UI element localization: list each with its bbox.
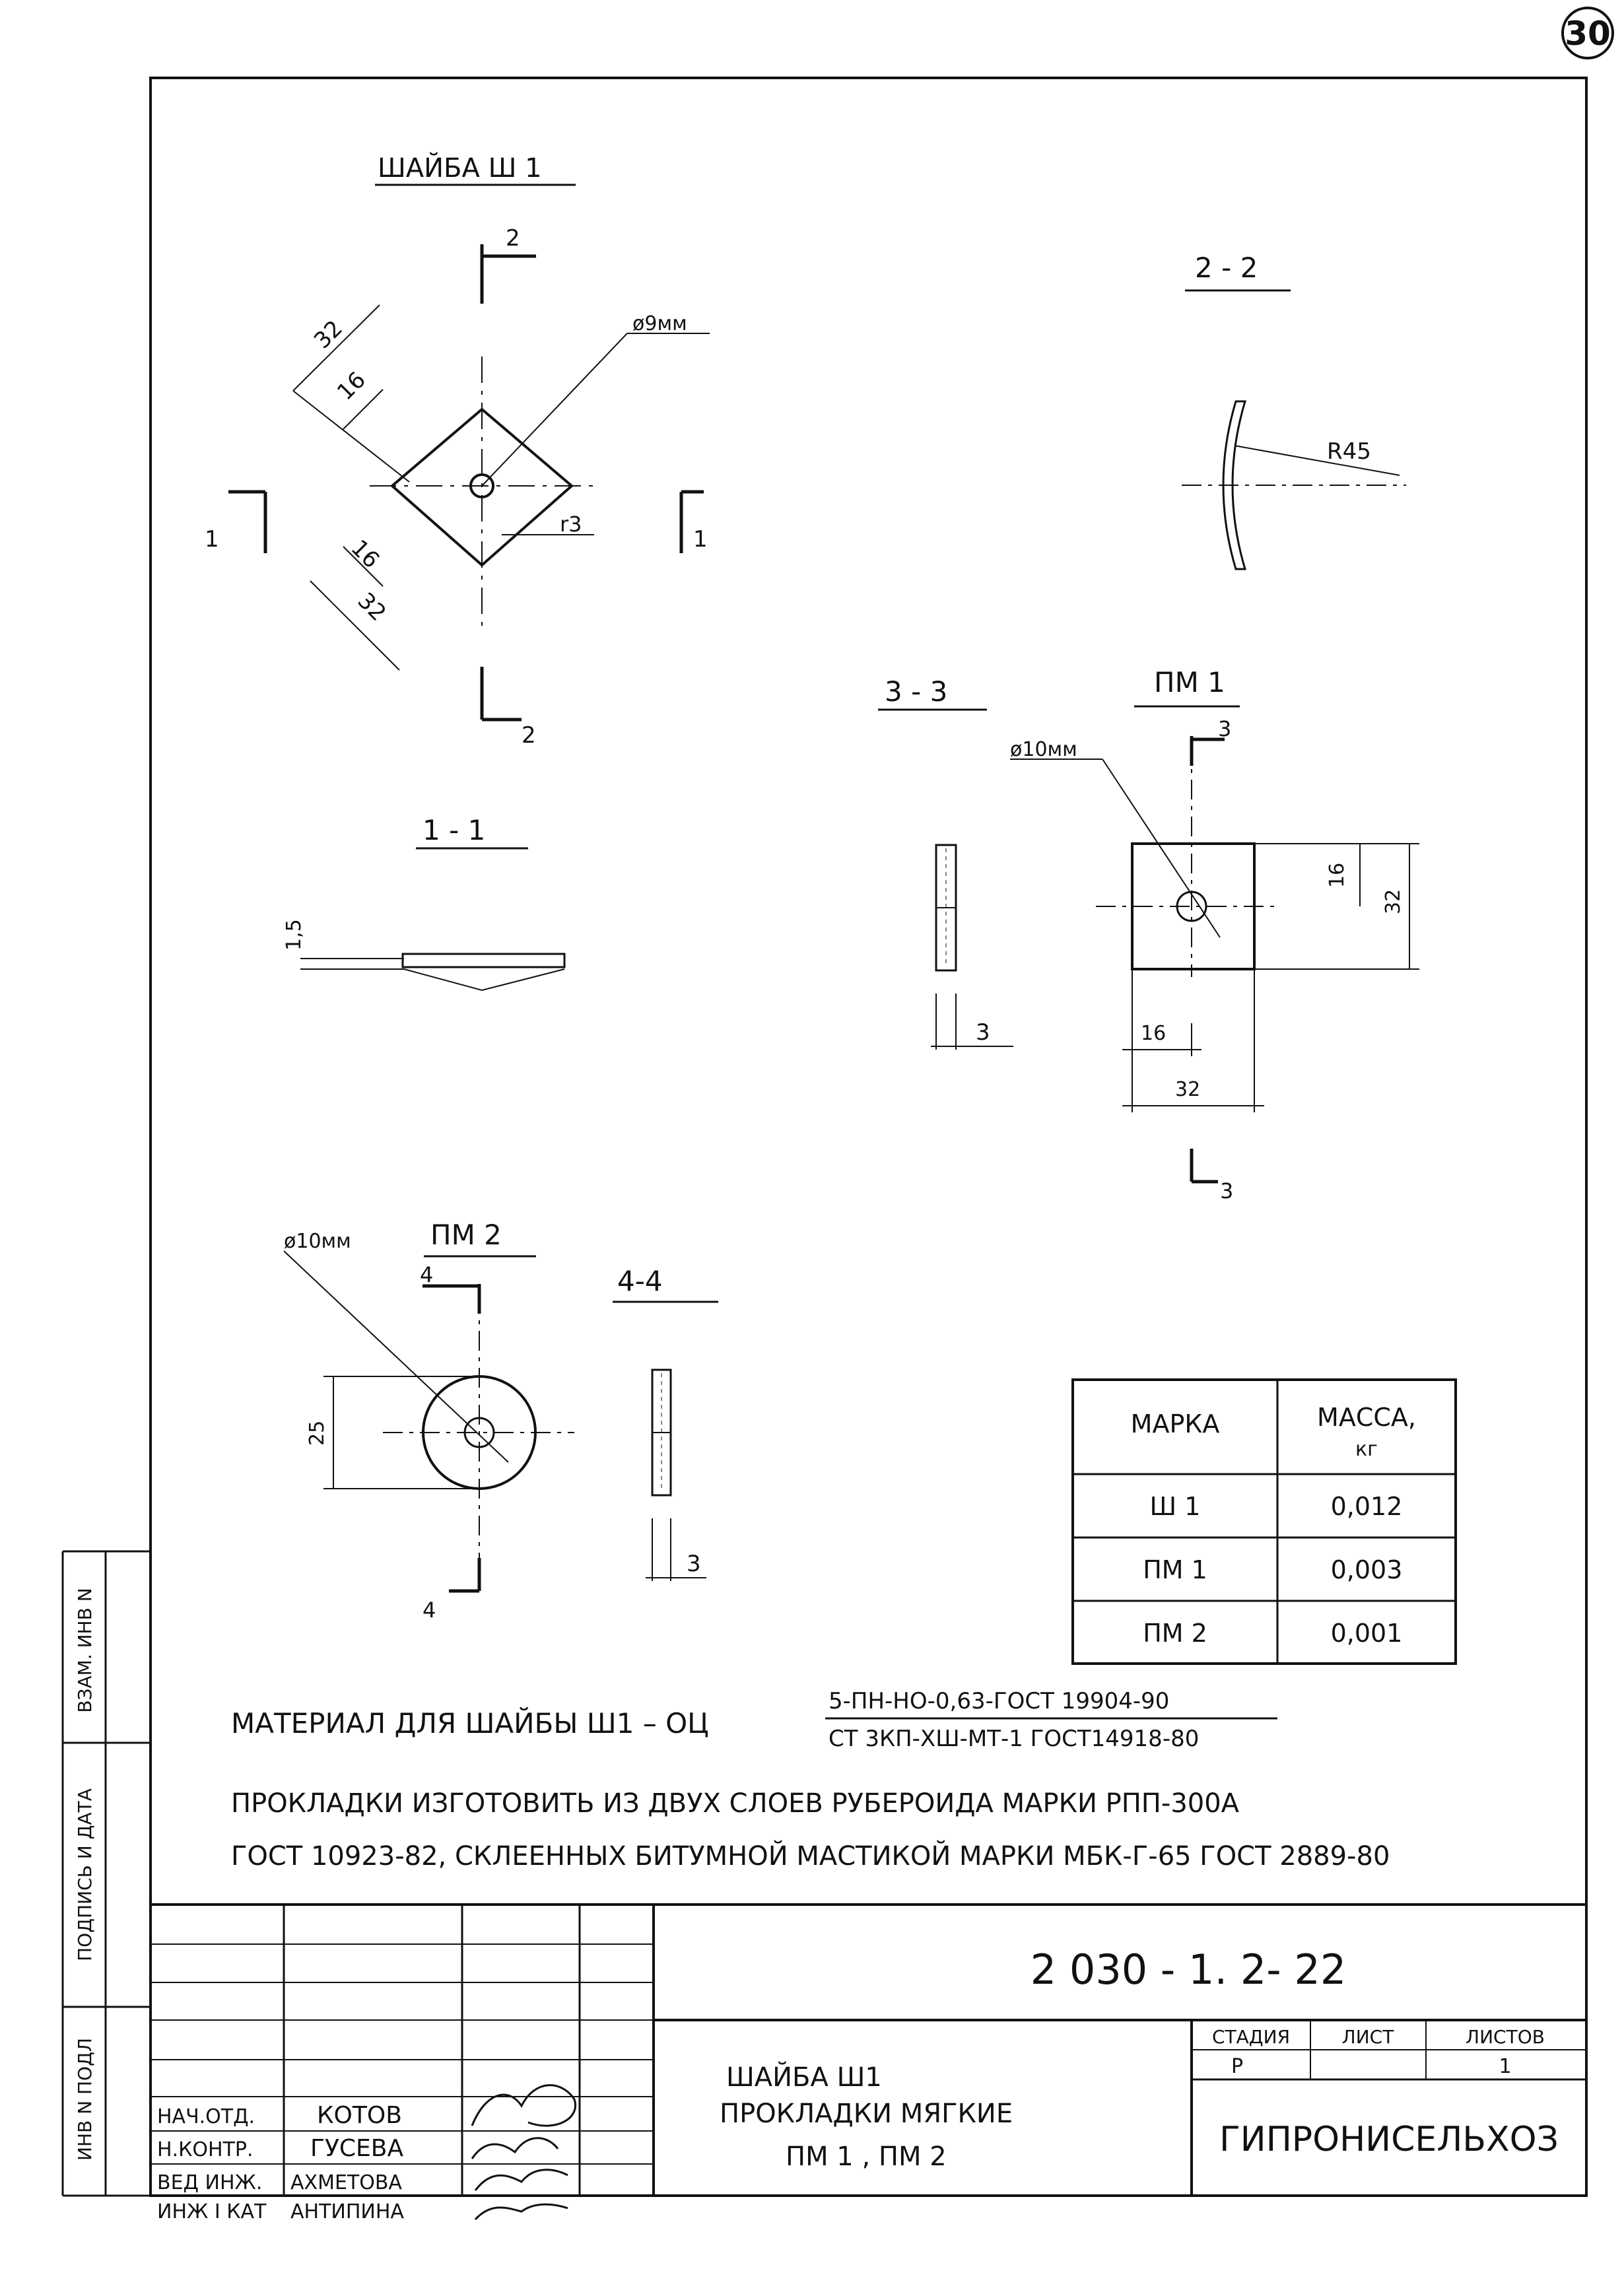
pm1-dim-32-horizontal: 32 [1175, 1078, 1200, 1101]
pm1-hole-dim: ø10мм [1010, 738, 1077, 761]
table-row-mass: 0,003 [1331, 1555, 1403, 1584]
table-header-mass: МАССА, [1317, 1403, 1416, 1432]
table-header-unit: кг [1355, 1438, 1378, 1461]
table-row-mark: ПМ 2 [1143, 1619, 1207, 1648]
document-code: 2 030 - 1. 2- 22 [1031, 1945, 1347, 1994]
signature-akhmetova [474, 2169, 568, 2191]
role-name: КОТОВ [317, 2102, 402, 2129]
section-3-3: 3 - 3 3 [878, 675, 1013, 1050]
pm1-title: ПМ 1 [1154, 666, 1225, 698]
pm1-dim-16-horizontal: 16 [1141, 1022, 1166, 1045]
washer-plan-view: ШАЙБА Ш 1 2 2 1 1 ø9мм 32 16 16 32 [205, 152, 710, 749]
section-3-3-thickness: 3 [976, 1019, 990, 1046]
sheets-header: ЛИСТОВ [1466, 2026, 1545, 2048]
item-title-line2: ПРОКЛАДКИ МЯГКИЕ [720, 2099, 1013, 2129]
pm2-hole-dim: ø10мм [284, 1230, 351, 1253]
washer-dim-32-bottom: 32 [353, 588, 391, 626]
material-numerator: 5-ПН-НО-0,63-ГОСТ 19904-90 [829, 1688, 1169, 1714]
signature-antipina [474, 2203, 568, 2221]
washer-dim-16-top: 16 [332, 366, 371, 405]
role-label: Н.КОНТР. [157, 2138, 254, 2161]
section-3-3-title: 3 - 3 [885, 675, 947, 708]
pm1-dim-16-vertical: 16 [1326, 863, 1349, 888]
sheet-frame [149, 77, 1588, 2197]
cut-mark-2-bottom: 2 [522, 722, 536, 749]
side-stamp: ВЗАМ. ИНВ N ПОДПИСЬ И ДАТА ИНВ N ПОДЛ [61, 1550, 151, 2197]
table-header-mark: МАРКА [1131, 1409, 1220, 1438]
section-1-1-thickness: 1,5 [283, 919, 306, 951]
gasket-note-line1: ПРОКЛАДКИ ИЗГОТОВИТЬ ИЗ ДВУХ СЛОЕВ РУБЕР… [231, 1788, 1240, 1819]
table-row-mass: 0,001 [1331, 1619, 1403, 1648]
pm1-view: ПМ 1 3 3 ø10мм 16 32 16 32 [1010, 666, 1419, 1203]
role-name: АНТИПИНА [290, 2200, 404, 2223]
pm2-cut-mark-bottom: 4 [423, 1598, 436, 1623]
role-label: ИНЖ I КАТ [157, 2200, 267, 2223]
section-1-1: 1 - 1 1,5 [283, 814, 566, 992]
pm1-cut-mark-bottom: 3 [1220, 1178, 1233, 1203]
washer-hole-dim: ø9мм [632, 312, 687, 335]
washer-dim-16-bottom: 16 [346, 535, 385, 574]
gasket-note-line2: ГОСТ 10923-82, СКЛЕЕННЫХ БИТУМНОЙ МАСТИК… [231, 1840, 1390, 1872]
mass-table: МАРКА МАССА, кг Ш 1 0,012 ПМ 1 0,003 ПМ … [1071, 1378, 1457, 1665]
stamp-replace-inv: ВЗАМ. ИНВ N [74, 1588, 96, 1712]
material-denominator: СТ 3КП-ХШ-МТ-1 ГОСТ14918-80 [829, 1726, 1199, 1752]
title-block: 2 030 - 1. 2- 22 НАЧ.ОТД. КОТОВ Н.КОНТР.… [151, 1903, 1586, 2223]
cut-mark-2-top: 2 [506, 225, 520, 252]
section-2-2-profile [1222, 400, 1247, 570]
organization: ГИПРОНИСЕЛЬХОЗ [1219, 2120, 1559, 2159]
table-row-mark: ПМ 1 [1143, 1555, 1207, 1584]
section-2-2-title: 2 - 2 [1195, 252, 1258, 284]
stamp-original-inv: ИНВ N ПОДЛ [74, 2038, 96, 2161]
table-row-mass: 0,012 [1331, 1492, 1403, 1521]
signature-kotov [471, 2084, 577, 2127]
signature-guseva [471, 2137, 559, 2159]
notes: МАТЕРИАЛ ДЛЯ ШАЙБЫ Ш1 – ОЦ 5-ПН-НО-0,63-… [231, 1688, 1390, 1872]
sheet-header: ЛИСТ [1342, 2026, 1395, 2048]
sheet-number: 30 [1565, 15, 1611, 53]
stage-header: СТАДИЯ [1212, 2026, 1290, 2048]
item-title-line1: ШАЙБА Ш1 [726, 2061, 882, 2093]
pm1-dim-32-vertical: 32 [1382, 889, 1405, 914]
role-label: НАЧ.ОТД. [157, 2105, 255, 2128]
sheet-number-circle [1561, 7, 1614, 59]
section-2-2-radius: R45 [1327, 438, 1371, 465]
washer-title: ШАЙБА Ш 1 [378, 152, 542, 184]
role-name: АХМЕТОВА [290, 2171, 402, 2194]
pm2-cut-mark-top: 4 [420, 1262, 433, 1287]
role-name: ГУСЕВА [310, 2135, 403, 2162]
pm2-diameter: 25 [306, 1421, 329, 1446]
pm2-title: ПМ 2 [430, 1219, 502, 1251]
table-row-mark: Ш 1 [1150, 1492, 1201, 1521]
section-1-1-title: 1 - 1 [423, 814, 485, 846]
sheets-value: 1 [1499, 2055, 1511, 2078]
pm2-view: ПМ 2 4 4 ø10мм 25 [283, 1219, 574, 1623]
material-label: МАТЕРИАЛ ДЛЯ ШАЙБЫ Ш1 – ОЦ [231, 1706, 709, 1739]
section-4-4-thickness: 3 [687, 1551, 701, 1577]
role-label: ВЕД ИНЖ. [157, 2171, 262, 2194]
section-4-4: 4-4 3 [613, 1265, 718, 1581]
section-2-2: 2 - 2 R45 [1182, 252, 1406, 570]
pm1-cut-mark-top: 3 [1218, 716, 1231, 741]
washer-dim-32-top: 32 [309, 315, 348, 354]
cut-mark-1-left: 1 [205, 526, 219, 553]
item-title-line3: ПМ 1 , ПМ 2 [786, 2142, 947, 2172]
section-4-4-title: 4-4 [617, 1265, 663, 1297]
washer-corner-radius: r3 [560, 512, 582, 537]
cut-mark-1-right: 1 [693, 526, 708, 553]
stamp-signature-date: ПОДПИСЬ И ДАТА [74, 1788, 96, 1961]
stage-value: Р [1231, 2055, 1243, 2078]
